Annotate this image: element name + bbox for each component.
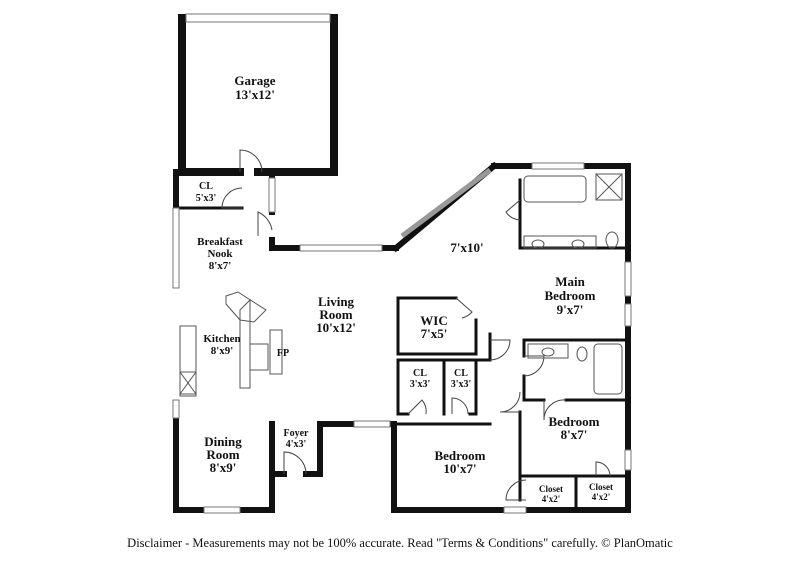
- nook-label-2: Nook: [207, 248, 233, 260]
- main-bedroom-label-1: Main: [555, 274, 585, 289]
- door-closet-a: [505, 479, 527, 501]
- living-label-1: Living: [318, 294, 355, 309]
- door-cl-garage: [221, 187, 243, 209]
- bedroom-a-dims: 8'x7': [561, 427, 588, 442]
- vanity-main: [523, 235, 597, 249]
- living-dims: 10'x12': [316, 320, 356, 335]
- nook-label-1: Breakfast: [197, 236, 243, 248]
- door-bedroom-b: [499, 391, 521, 413]
- kitchen-dims: 8'x9': [211, 345, 234, 357]
- door-bath-main: [505, 199, 521, 221]
- dining-label-1: Dining: [204, 434, 242, 449]
- window-foyer-top: [353, 420, 391, 428]
- window-garage-side: [268, 177, 276, 213]
- shower-x2: [595, 173, 623, 201]
- vanity-bath2: [527, 343, 569, 359]
- dining-dims: 8'x9': [210, 460, 237, 475]
- top-right-wall: [491, 163, 631, 263]
- bath-main-dims: 7'x10': [450, 240, 483, 255]
- wic-walls: [396, 296, 478, 356]
- window-main-right2: [624, 303, 632, 327]
- toilet-main: [605, 231, 619, 249]
- closet-b-dims: 4'x2': [592, 492, 611, 502]
- doors: [221, 149, 611, 501]
- fixtures: [179, 173, 623, 397]
- wic-dims: 7'x5': [421, 326, 448, 341]
- foyer-dims: 4'x3': [286, 439, 307, 450]
- door-cl-a: [407, 399, 427, 415]
- bedroom-a-label: Bedroom: [548, 414, 599, 429]
- window-bath-top: [531, 162, 585, 170]
- garage-dims: 13'x12': [235, 87, 275, 102]
- closet-a-label: Closet: [539, 484, 563, 494]
- sink-2: [571, 239, 585, 249]
- main-bedroom-label-2: Bedroom: [544, 288, 595, 303]
- tub-bath2: [593, 343, 623, 395]
- kitchen-label: Kitchen: [203, 333, 240, 345]
- fridge-x2: [179, 371, 197, 395]
- window-bed-right: [624, 449, 632, 471]
- nook-dims: 8'x7': [209, 260, 232, 272]
- window-diagonal: [400, 168, 492, 238]
- window-dining-bottom: [203, 506, 241, 514]
- garage-label: Garage: [234, 73, 275, 88]
- hall-walls: [488, 332, 630, 402]
- bedroom-b-label: Bedroom: [434, 448, 485, 463]
- kitchen-island: [225, 291, 267, 323]
- door-foyer: [283, 451, 307, 475]
- closet-b-label: Closet: [589, 482, 613, 492]
- closet-a-dims: 4'x2': [542, 494, 561, 504]
- window-kitchen-left: [172, 399, 180, 419]
- toilet-bath2: [576, 346, 588, 362]
- window-living-top: [299, 244, 383, 252]
- counter-right: [239, 298, 251, 389]
- cl-a-label: CL: [413, 368, 427, 379]
- cl-a-dims: 3'x3': [410, 379, 431, 390]
- cl-walls: [396, 358, 492, 416]
- tub-main: [523, 175, 587, 203]
- sink-1: [531, 239, 545, 249]
- cl-garage-dims: 5'x3': [196, 193, 217, 204]
- windows: [172, 13, 632, 514]
- disclaimer-text: Disclaimer - Measurements may not be 100…: [127, 536, 673, 550]
- door-bath2: [523, 355, 545, 377]
- shower-main: [595, 173, 623, 201]
- door-garage: [239, 149, 263, 173]
- window-nook-left: [172, 207, 180, 289]
- cl-b-label: CL: [454, 368, 468, 379]
- fridge: [179, 371, 197, 395]
- stove: [249, 343, 269, 371]
- bedroom-b-dims: 10'x7': [443, 461, 476, 476]
- fireplace: [269, 329, 283, 375]
- wic-label: WIC: [420, 313, 447, 328]
- walls: [173, 14, 631, 513]
- living-label-2: Room: [319, 307, 352, 322]
- garage-walls: [178, 14, 338, 176]
- dining-label-2: Room: [206, 447, 239, 462]
- sink-bath2: [541, 347, 555, 357]
- foyer-label: Foyer: [284, 428, 310, 439]
- main-bedroom-dims: 9'x7': [557, 302, 584, 317]
- nook-top-wall: [269, 169, 399, 251]
- garage-door: [185, 13, 331, 23]
- door-cl-b: [451, 397, 469, 415]
- fp-label: FP: [277, 348, 289, 359]
- labels: Garage 13'x12' CL 5'x3' Breakfast Nook 8…: [196, 73, 613, 504]
- cl-b-dims: 3'x3': [451, 379, 472, 390]
- window-bed-bottom: [503, 506, 527, 514]
- cl-garage-label: CL: [199, 181, 213, 192]
- counter-left: [179, 325, 197, 397]
- door-hall: [489, 339, 511, 361]
- door-wic: [455, 297, 473, 319]
- bed-walls: [392, 410, 630, 512]
- window-main-right1: [624, 261, 632, 297]
- door-closet-b: [595, 461, 611, 477]
- door-nook: [257, 211, 273, 236]
- door-bedroom-a: [543, 399, 567, 421]
